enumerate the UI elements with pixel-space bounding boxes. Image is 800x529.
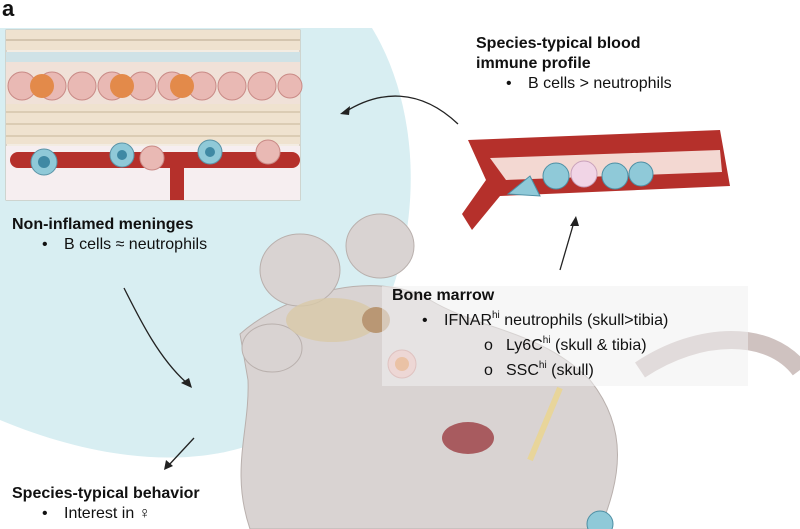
bone-marrow-bullet: • IFNARhi neutrophils (skull>tibia) (392, 306, 668, 331)
sub2-post: (skull) (546, 362, 594, 379)
sub-bullet-marker: o (484, 337, 493, 354)
behavior-bullet: • Interest in ♀ (12, 504, 200, 524)
bullet-marker: • (42, 505, 48, 522)
meninges-tissue-inset (5, 29, 303, 201)
bone-marrow-title: Bone marrow (392, 287, 495, 304)
arrow-meninges-down (123, 287, 189, 385)
blood-bullet-text: B cells > neutrophils (528, 75, 672, 92)
bullet-marker: • (506, 75, 512, 92)
blood-vessel (462, 130, 730, 230)
bm-bullet-post: neutrophils (skull>tibia) (499, 312, 669, 329)
tibia-bone (527, 386, 563, 462)
meninges-label: Non-inflamed meninges • B cells ≈ neutrop… (12, 215, 207, 255)
meninges-bullet-text: B cells ≈ neutrophils (64, 236, 208, 253)
sub1-post: (skull & tibia) (550, 337, 647, 354)
arrow-to-behavior (167, 437, 195, 467)
blood-title-line1: Species-typical blood (476, 35, 641, 52)
arrows (123, 95, 575, 467)
bm-bullet-sup: hi (492, 310, 500, 321)
bone-marrow-sub-1: o Ly6Chi (skull & tibia) (392, 331, 668, 356)
sub2-pre: SSC (506, 362, 539, 379)
blood-bullet: • B cells > neutrophils (476, 74, 672, 94)
blood-title-line2: immune profile (476, 55, 591, 72)
bone-marrow-box (382, 286, 748, 386)
bullet-marker: • (422, 312, 428, 329)
bone-marrow-label: Bone marrow •IFNARhi neutrophils (skull>… (392, 286, 668, 381)
liver-shape (442, 422, 494, 454)
meninges-bullet: • B cells ≈ neutrophils (12, 235, 207, 255)
bone-marrow-sub-2: o SSChi (skull) (392, 356, 668, 381)
arrow-blood-to-meninges (344, 95, 459, 125)
arrow-marrow-to-blood (559, 221, 575, 271)
bullet-marker: • (42, 236, 48, 253)
bm-bullet-pre: IFNAR (444, 312, 492, 329)
sub1-sup: hi (542, 335, 551, 346)
sub-bullet-marker: o (484, 362, 493, 379)
blood-profile-label: Species-typical blood immune profile • B … (476, 34, 672, 94)
panel-letter: a (2, 0, 15, 21)
meninges-title: Non-inflamed meninges (12, 216, 194, 233)
behavior-bullet-text: Interest in ♀ (64, 505, 151, 522)
sub1-pre: Ly6C (506, 337, 543, 354)
sub2-sup: hi (538, 360, 547, 371)
b-cell-icon (586, 510, 614, 529)
behavior-label: Species-typical behavior • Interest in ♀ (12, 484, 200, 524)
behavior-title: Species-typical behavior (12, 485, 200, 502)
